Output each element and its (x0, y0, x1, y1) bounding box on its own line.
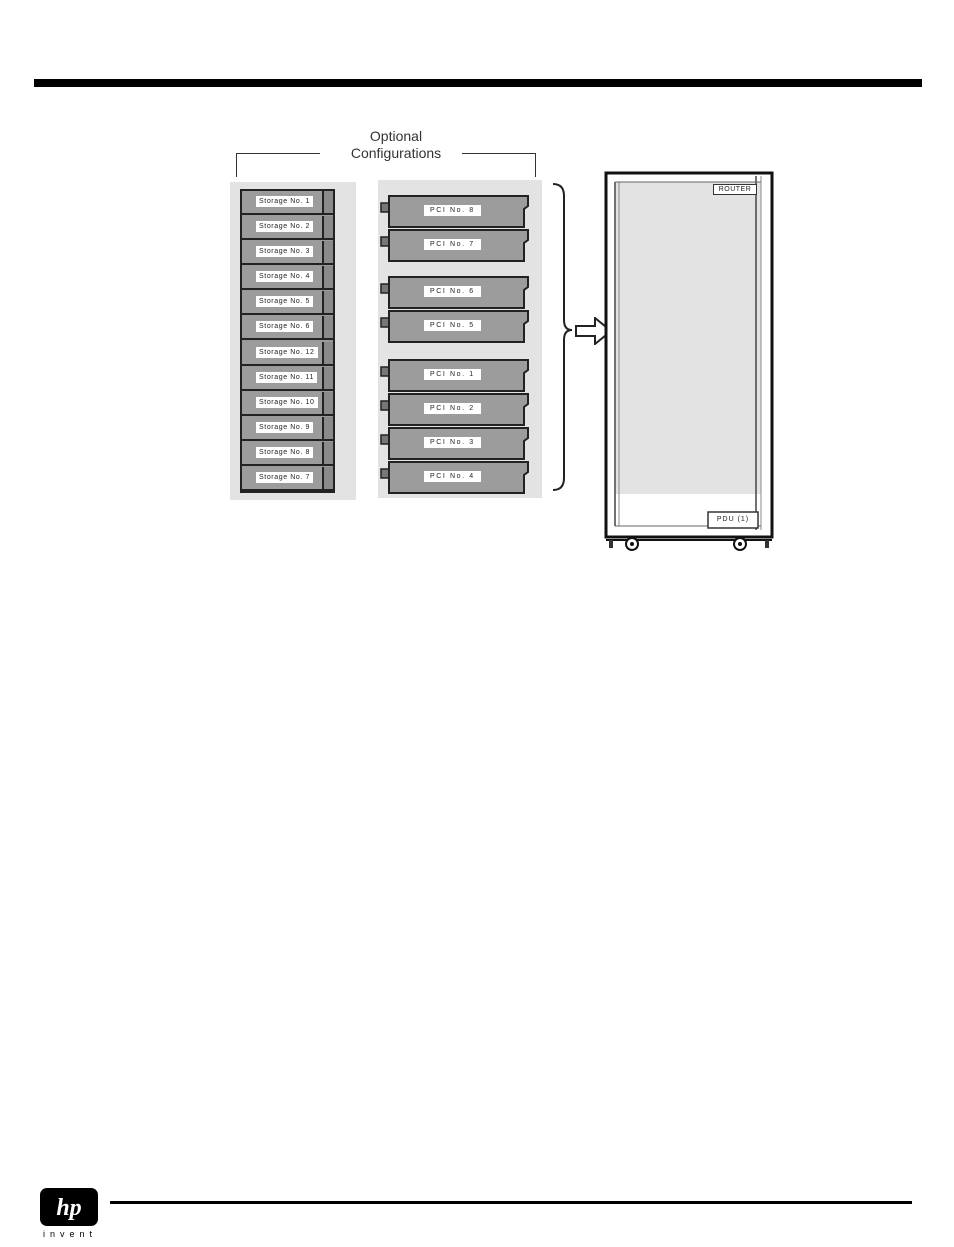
storage-slot-label: Storage No. 2 (256, 221, 313, 232)
storage-slot-label: Storage No. 7 (256, 472, 313, 483)
optional-configurations-title: Optional Configurations (336, 128, 456, 162)
storage-slot-side (322, 266, 333, 290)
bracket-right-horizontal (462, 153, 536, 154)
pci-card: PCI No. 8 (378, 194, 529, 230)
pci-card: PCI No. 5 (378, 309, 529, 345)
pci-card: PCI No. 3 (378, 426, 529, 462)
storage-slot-label: Storage No. 6 (256, 321, 313, 332)
storage-slot-label: Storage No. 11 (256, 372, 317, 383)
title-line-1: Optional (369, 128, 423, 144)
pci-card: PCI No. 2 (378, 392, 529, 428)
storage-slot-side (322, 191, 333, 215)
hp-logo-text: hp (56, 1195, 81, 1221)
bracket-left-horizontal (236, 153, 320, 154)
storage-slot: Storage No. 10 (242, 392, 322, 416)
pdu-label: PDU (1) (714, 515, 752, 525)
storage-slot-label: Storage No. 4 (256, 271, 313, 282)
storage-slot-label: Storage No. 9 (256, 422, 313, 433)
storage-slot-side (322, 417, 333, 441)
pci-card-label: PCI No. 3 (424, 437, 481, 448)
footer-rule (110, 1201, 912, 1204)
pci-card: PCI No. 4 (378, 460, 529, 496)
storage-slot: Storage No. 5 (242, 291, 322, 315)
title-line-2: Configurations (350, 145, 442, 161)
pci-card-label: PCI No. 6 (424, 286, 481, 297)
storage-slot: Storage No. 8 (242, 442, 322, 466)
storage-slot: Storage No. 1 (242, 191, 322, 215)
pci-card-label: PCI No. 1 (424, 369, 481, 380)
storage-slot: Storage No. 11 (242, 367, 322, 391)
storage-slot-side (322, 216, 333, 240)
pci-card-label: PCI No. 4 (424, 471, 481, 482)
rack-cabinet (604, 171, 774, 551)
storage-slot: Storage No. 9 (242, 417, 322, 441)
storage-stack: Storage No. 1 Storage No. 2 Storage No. … (240, 189, 335, 493)
storage-slot: Storage No. 6 (242, 316, 322, 340)
curly-brace (552, 183, 573, 491)
storage-slot-side (322, 316, 333, 340)
pci-card-label: PCI No. 8 (424, 205, 481, 216)
pci-card: PCI No. 1 (378, 358, 529, 394)
storage-slot-label: Storage No. 8 (256, 447, 313, 458)
storage-slot-label: Storage No. 10 (256, 397, 318, 408)
bracket-left-vertical (236, 153, 237, 177)
storage-slot-side (322, 291, 333, 315)
storage-slot-label: Storage No. 12 (256, 347, 318, 358)
storage-slot-label: Storage No. 3 (256, 246, 313, 257)
storage-slot: Storage No. 12 (242, 342, 322, 366)
router-label: ROUTER (713, 184, 757, 195)
invent-tagline: invent (43, 1229, 98, 1239)
arrow-right-icon (575, 317, 613, 345)
storage-slot-side (322, 241, 333, 265)
storage-slot-side (322, 367, 333, 391)
storage-slot: Storage No. 4 (242, 266, 322, 290)
storage-slot-side (322, 392, 333, 416)
storage-slot-label: Storage No. 5 (256, 296, 313, 307)
storage-slot: Storage No. 3 (242, 241, 322, 265)
storage-slot-side (322, 442, 333, 466)
storage-slot: Storage No. 2 (242, 216, 322, 240)
pci-card: PCI No. 6 (378, 275, 529, 311)
pci-card: PCI No. 7 (378, 228, 529, 264)
pci-card-label: PCI No. 7 (424, 239, 481, 250)
header-rule (34, 79, 922, 87)
storage-slot-side (322, 467, 333, 491)
bracket-right-vertical (535, 153, 536, 177)
hp-logo: hp (40, 1188, 98, 1226)
pci-card-label: PCI No. 2 (424, 403, 481, 414)
storage-slot-side (322, 342, 333, 366)
storage-slot: Storage No. 7 (242, 467, 322, 491)
pci-card-label: PCI No. 5 (424, 320, 481, 331)
storage-slot-label: Storage No. 1 (256, 196, 313, 207)
